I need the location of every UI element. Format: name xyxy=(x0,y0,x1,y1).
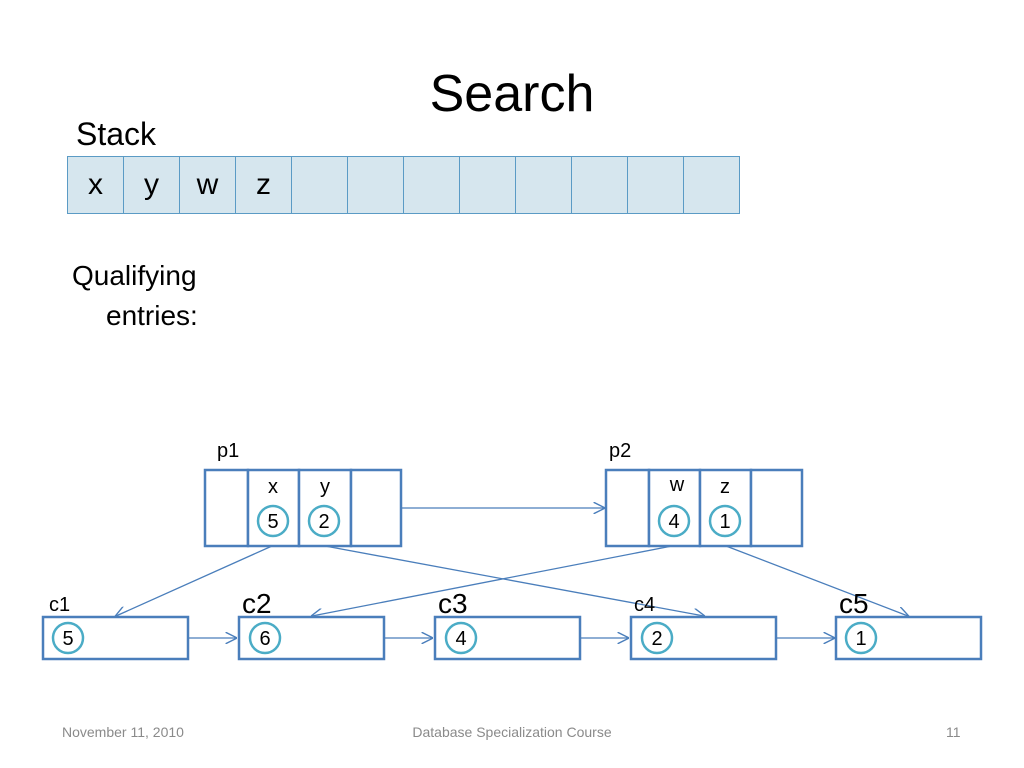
count-value: 2 xyxy=(651,628,662,650)
node-label: c2 xyxy=(242,588,272,619)
count-value: 5 xyxy=(62,628,73,650)
stack-cell xyxy=(515,156,572,214)
node-p2: p2 w z 4 1 xyxy=(604,440,804,548)
count-circle xyxy=(307,504,341,538)
arrow-p1y-to-c4 xyxy=(324,545,704,616)
footer-course: Database Specialization Course xyxy=(412,724,612,740)
stack-cell xyxy=(571,156,628,214)
node-c5: c5 1 xyxy=(834,588,983,661)
count-circle xyxy=(248,621,282,655)
qualifying-line-1: Qualifying xyxy=(72,260,197,291)
node-label: p1 xyxy=(217,440,239,462)
node-c4: c4 2 xyxy=(629,594,778,661)
node-c2: c2 6 xyxy=(237,588,386,661)
count-circle xyxy=(657,504,691,538)
stack-cell xyxy=(683,156,740,214)
stack-label: Stack xyxy=(76,116,157,152)
count-value: 5 xyxy=(267,511,278,533)
node-label: c4 xyxy=(634,594,655,616)
count-circle xyxy=(51,621,85,655)
stack-cell xyxy=(627,156,684,214)
key-label: x xyxy=(268,476,278,498)
count-circle xyxy=(256,504,290,538)
footer-page-number: 11 xyxy=(946,724,961,740)
stack-cell: z xyxy=(235,156,292,214)
node-label: p2 xyxy=(609,440,631,462)
node-label: c1 xyxy=(49,594,70,616)
key-label: z xyxy=(720,476,730,498)
arrow-p2w-to-c2 xyxy=(312,545,673,616)
key-label: y xyxy=(320,476,330,498)
stack-cell: x xyxy=(67,156,124,214)
qualifying-entries-label: Qualifying entries: xyxy=(72,256,198,336)
count-value: 1 xyxy=(719,511,730,533)
node-c1: c1 5 xyxy=(41,594,190,661)
count-value: 1 xyxy=(855,628,866,650)
count-value: 2 xyxy=(318,511,329,533)
stack-cell: y xyxy=(123,156,180,214)
count-value: 4 xyxy=(455,628,466,650)
count-circle xyxy=(640,621,674,655)
qualifying-line-2: entries: xyxy=(106,300,198,331)
slide-title: Search xyxy=(429,65,595,123)
node-label: c5 xyxy=(839,588,869,619)
count-value: 4 xyxy=(668,511,679,533)
arrow-p2z-to-c5 xyxy=(725,545,908,616)
stack-array: x y w z xyxy=(67,156,740,214)
count-circle xyxy=(444,621,478,655)
arrow-p1x-to-c1 xyxy=(116,545,273,616)
footer-date: November 11, 2010 xyxy=(62,724,184,740)
stack-cell xyxy=(459,156,516,214)
node-c3: c3 4 xyxy=(433,588,582,661)
key-label: w xyxy=(669,474,685,496)
node-label: c3 xyxy=(438,588,468,619)
count-value: 6 xyxy=(259,628,270,650)
node-p1: p1 x y 5 2 xyxy=(203,440,403,548)
count-circle xyxy=(844,621,878,655)
count-circle xyxy=(708,504,742,538)
